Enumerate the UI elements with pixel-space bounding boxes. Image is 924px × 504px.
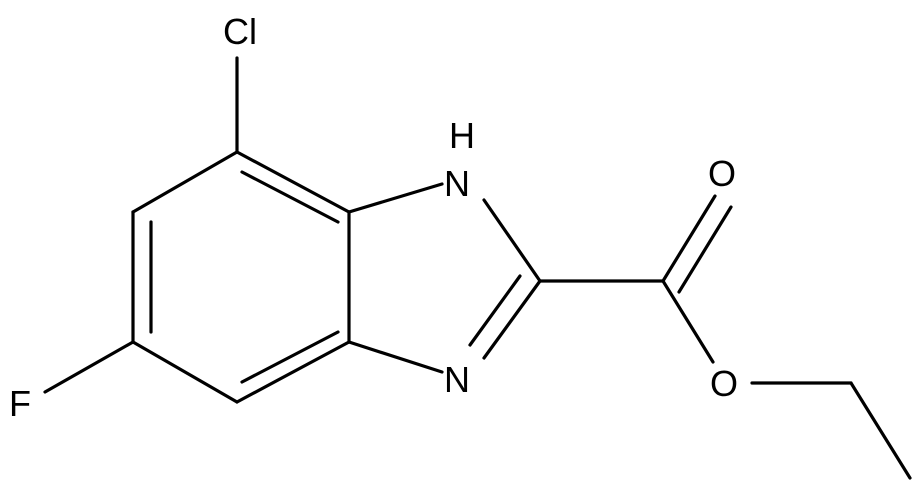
bond-c9-c10 [849, 381, 912, 480]
bond-c8-o-carbonyl [661, 194, 717, 283]
bond-c8-o-carbonyl-inner [677, 205, 733, 294]
atom-o-carbonyl-label: O [708, 153, 736, 194]
bond-c3a-n1 [347, 182, 444, 214]
atom-labels: Cl F N H N O O [9, 11, 738, 424]
atom-f-label: F [9, 383, 31, 424]
bond-c3a-c4-inner [240, 170, 340, 224]
atom-nh-h-label: H [449, 115, 475, 156]
bond-c3a-c4 [235, 150, 351, 214]
bond-c4-c5 [131, 150, 239, 214]
bond-c7-c7a-inner [240, 330, 340, 384]
bond-c2-n3-inner [468, 274, 522, 347]
bond-c6-f [43, 340, 135, 394]
atom-nh-n-label: N [444, 163, 470, 204]
bonds [43, 56, 912, 480]
atom-cl-label: Cl [223, 11, 257, 52]
bond-c7-c7a [235, 340, 351, 404]
bond-c2-n3 [482, 279, 542, 360]
bond-c8-o-ester [661, 279, 715, 364]
bond-c6-c7 [131, 340, 239, 404]
atom-o-ester-label: O [710, 363, 738, 404]
bond-n3-c7a [347, 340, 444, 374]
atom-n-label: N [444, 359, 470, 400]
bond-n1-c2 [482, 198, 542, 283]
